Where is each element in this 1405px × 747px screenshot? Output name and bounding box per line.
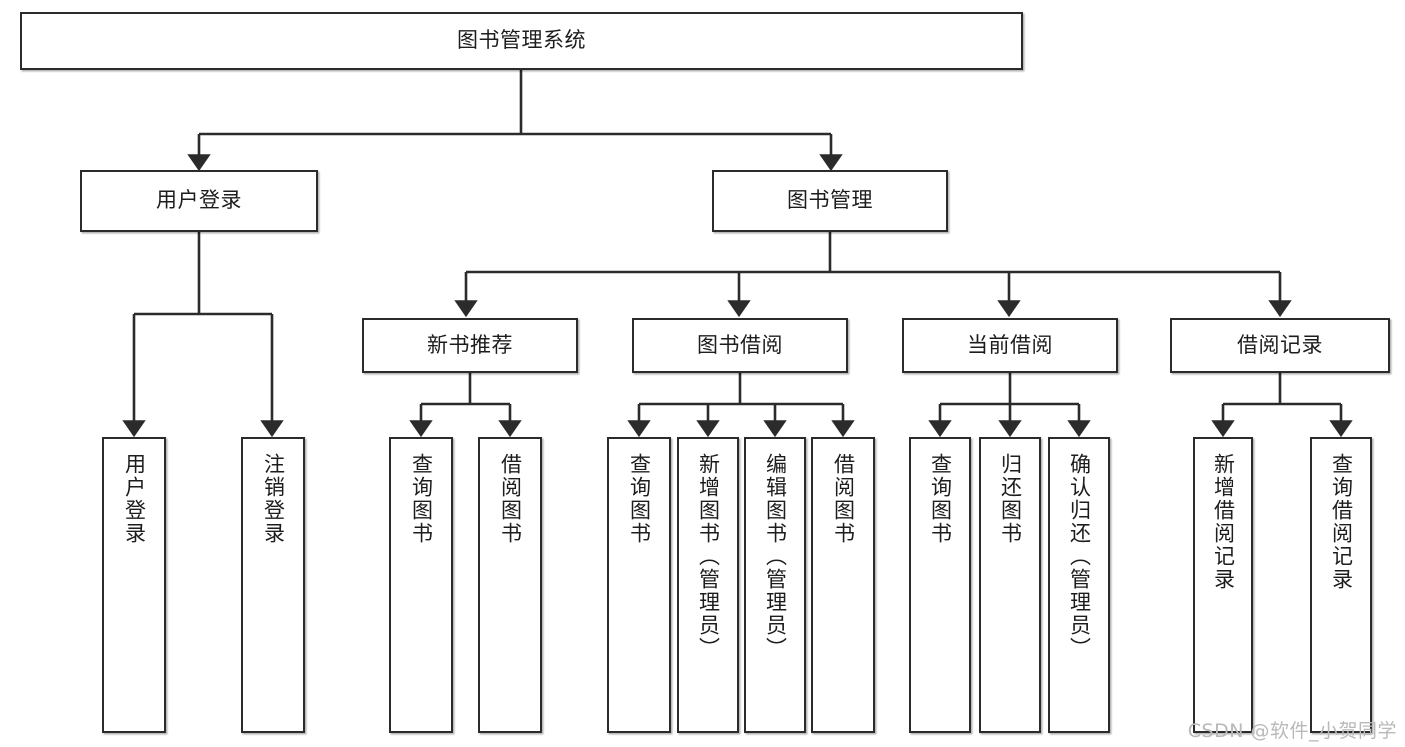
leaf-edit-book-label: 编辑图书（管理员） [763, 453, 788, 660]
leaf-query-book-2[interactable]: 查询图书 [607, 437, 671, 733]
node-root-label: 图书管理系统 [457, 28, 586, 53]
leaf-return-book[interactable]: 归还图书 [979, 437, 1041, 733]
leaf-borrow-book-2[interactable]: 借阅图书 [811, 437, 875, 733]
node-new-book-recommend-label: 新书推荐 [427, 332, 513, 357]
node-borrow-record-label: 借阅记录 [1237, 332, 1323, 357]
leaf-query-record[interactable]: 查询借阅记录 [1310, 437, 1372, 733]
node-book-borrow-label: 图书借阅 [697, 332, 783, 357]
leaf-add-book[interactable]: 新增图书（管理员） [677, 437, 739, 733]
leaf-return-book-label: 归还图书 [998, 453, 1023, 545]
leaf-borrow-book-1[interactable]: 借阅图书 [478, 437, 542, 733]
leaf-add-record[interactable]: 新增借阅记录 [1193, 437, 1253, 733]
leaf-borrow-book-2-label: 借阅图书 [831, 453, 856, 545]
leaf-query-book-2-label: 查询图书 [627, 453, 652, 545]
leaf-logout-label: 注销登录 [261, 453, 286, 545]
node-book-manage-label: 图书管理 [787, 188, 873, 213]
node-current-borrow[interactable]: 当前借阅 [902, 318, 1118, 373]
leaf-edit-book[interactable]: 编辑图书（管理员） [744, 437, 806, 733]
leaf-confirm-return[interactable]: 确认归还（管理员） [1048, 437, 1110, 733]
node-user-login-label: 用户登录 [156, 188, 242, 213]
leaf-query-book-1-label: 查询图书 [409, 453, 434, 545]
leaf-query-book-3-label: 查询图书 [928, 453, 953, 545]
node-book-manage[interactable]: 图书管理 [712, 170, 948, 232]
leaf-user-login[interactable]: 用户登录 [102, 437, 166, 733]
node-new-book-recommend[interactable]: 新书推荐 [362, 318, 578, 373]
leaf-query-record-label: 查询借阅记录 [1329, 453, 1354, 591]
leaf-logout[interactable]: 注销登录 [241, 437, 305, 733]
leaf-confirm-return-label: 确认归还（管理员） [1067, 453, 1092, 660]
watermark-text: CSDN @软件_小贺同学 [1187, 720, 1397, 742]
leaf-user-login-label: 用户登录 [122, 453, 147, 545]
leaf-query-book-1[interactable]: 查询图书 [389, 437, 453, 733]
node-current-borrow-label: 当前借阅 [967, 332, 1053, 357]
leaf-add-book-label: 新增图书（管理员） [696, 453, 721, 660]
node-book-borrow[interactable]: 图书借阅 [632, 318, 848, 373]
node-root[interactable]: 图书管理系统 [20, 12, 1023, 70]
leaf-query-book-3[interactable]: 查询图书 [909, 437, 971, 733]
node-user-login[interactable]: 用户登录 [80, 170, 318, 232]
leaf-add-record-label: 新增借阅记录 [1211, 453, 1236, 591]
leaf-borrow-book-1-label: 借阅图书 [498, 453, 523, 545]
node-borrow-record[interactable]: 借阅记录 [1170, 318, 1390, 373]
